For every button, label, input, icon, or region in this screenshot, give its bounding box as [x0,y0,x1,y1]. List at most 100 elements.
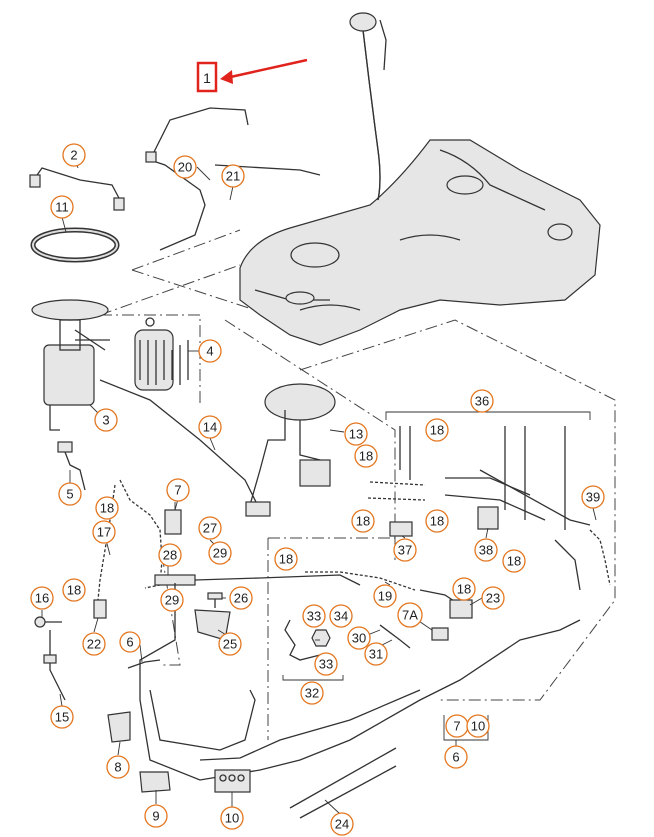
callout-7A: 7A [397,602,423,628]
callout-27: 27 [198,516,222,540]
callout-label: 18 [356,514,370,529]
callout-9: 9 [144,804,168,828]
callout-label: 4 [206,344,213,359]
callout-label: 18 [359,449,373,464]
callout-33-b: 33 [314,652,338,676]
fuel-tank [239,139,601,346]
callout-18-c: 18 [425,418,449,442]
callout-31: 31 [364,642,388,666]
callout-label: 17 [97,525,111,540]
holder-part-10 [214,769,251,793]
bracket-part-8 [107,711,131,743]
callout-label: 2 [70,148,77,163]
callout-19: 19 [373,584,397,608]
callout-label: 20 [178,160,192,175]
callout-label: 22 [87,637,101,652]
callout-label: 10 [471,719,485,734]
callout-13: 13 [344,422,368,446]
callout-17: 17 [92,520,116,544]
valve-part-23 [449,599,473,619]
callout-label: 30 [352,631,366,646]
callout-label: 6 [126,635,133,650]
callout-16: 16 [30,586,54,610]
fuel-pump-sender-part-3 [31,299,110,431]
callout-label: 18 [279,552,293,567]
callout-28: 28 [158,543,182,567]
pointer-arrow [220,58,308,84]
callout-label: 8 [114,760,121,775]
filler-neck [349,12,387,201]
callout-label: 7 [453,719,460,734]
callout-label: 18 [100,501,114,516]
callout-38: 38 [474,538,498,562]
callout-label: 18 [67,583,81,598]
bracket-part-33 [284,619,321,661]
callout-label: 24 [335,817,349,832]
bracket-part-32 [282,675,344,681]
callout-8: 8 [106,755,130,779]
callout-29-a: 29 [208,541,232,565]
callout-37: 37 [393,538,417,562]
callout-21: 21 [221,164,245,188]
line-part-6 [127,659,161,669]
callout-22: 22 [82,632,106,656]
callout-30: 30 [347,626,371,650]
callout-24: 24 [330,812,354,836]
callout-18-d: 18 [354,444,378,468]
hose-part-15 [43,630,66,701]
callout-14: 14 [198,415,222,439]
callout-label: 34 [334,609,348,624]
callout-label: 29 [165,593,179,608]
callout-2: 2 [62,143,86,167]
callout-18-i: 18 [452,577,476,601]
callout-18-a: 18 [95,496,119,520]
hose-part-39 [554,529,611,591]
callout-label: 19 [378,589,392,604]
nut-part-34 [311,629,331,647]
straps-part-24 [289,747,397,819]
callout-label: 7A [402,608,418,623]
callout-label: 14 [203,420,217,435]
callout-18-f: 18 [425,509,449,533]
callout-label: 6 [452,750,459,765]
callout-label: 13 [349,427,363,442]
callout-label: 31 [369,647,383,662]
callout-4: 4 [198,339,222,363]
part-1-label: 1 [203,70,211,86]
callout-10-a: 10 [220,806,244,830]
sender-unit-part-13 [245,383,336,517]
callout-7-b: 7 [445,714,469,738]
callout-3: 3 [94,408,118,432]
callout-7: 7 [166,478,190,502]
callout-label: 25 [223,637,237,652]
line-part-14 [99,379,261,511]
callout-10-b: 10 [466,714,490,738]
callout-label: 10 [225,811,239,826]
callout-label: 3 [102,413,109,428]
callout-6-a: 6 [119,631,141,653]
bolt-part-26 [207,592,223,608]
vent-line-part-1 [145,107,321,251]
callout-label: 15 [55,710,69,725]
callout-label: 21 [226,169,240,184]
callout-label: 16 [35,591,49,606]
callout-20: 20 [173,155,197,179]
callout-32: 32 [300,681,324,705]
callout-label: 18 [430,514,444,529]
callout-39: 39 [581,485,605,509]
callout-25: 25 [218,632,242,656]
callout-23: 23 [481,586,505,610]
part-1-highlight-box [196,61,218,93]
wiring-part-5 [57,441,86,491]
bracket-part-9 [139,771,171,793]
callout-11: 11 [50,195,74,219]
callout-label: 33 [307,609,321,624]
callout-33-a: 33 [302,604,326,628]
hose-group-36 [367,403,591,530]
clip-part-38 [477,506,499,530]
callout-label: 39 [586,490,600,505]
callout-34: 34 [329,604,353,628]
callout-label: 11 [55,200,69,215]
callout-label: 33 [319,657,333,672]
callout-label: 32 [305,686,319,701]
